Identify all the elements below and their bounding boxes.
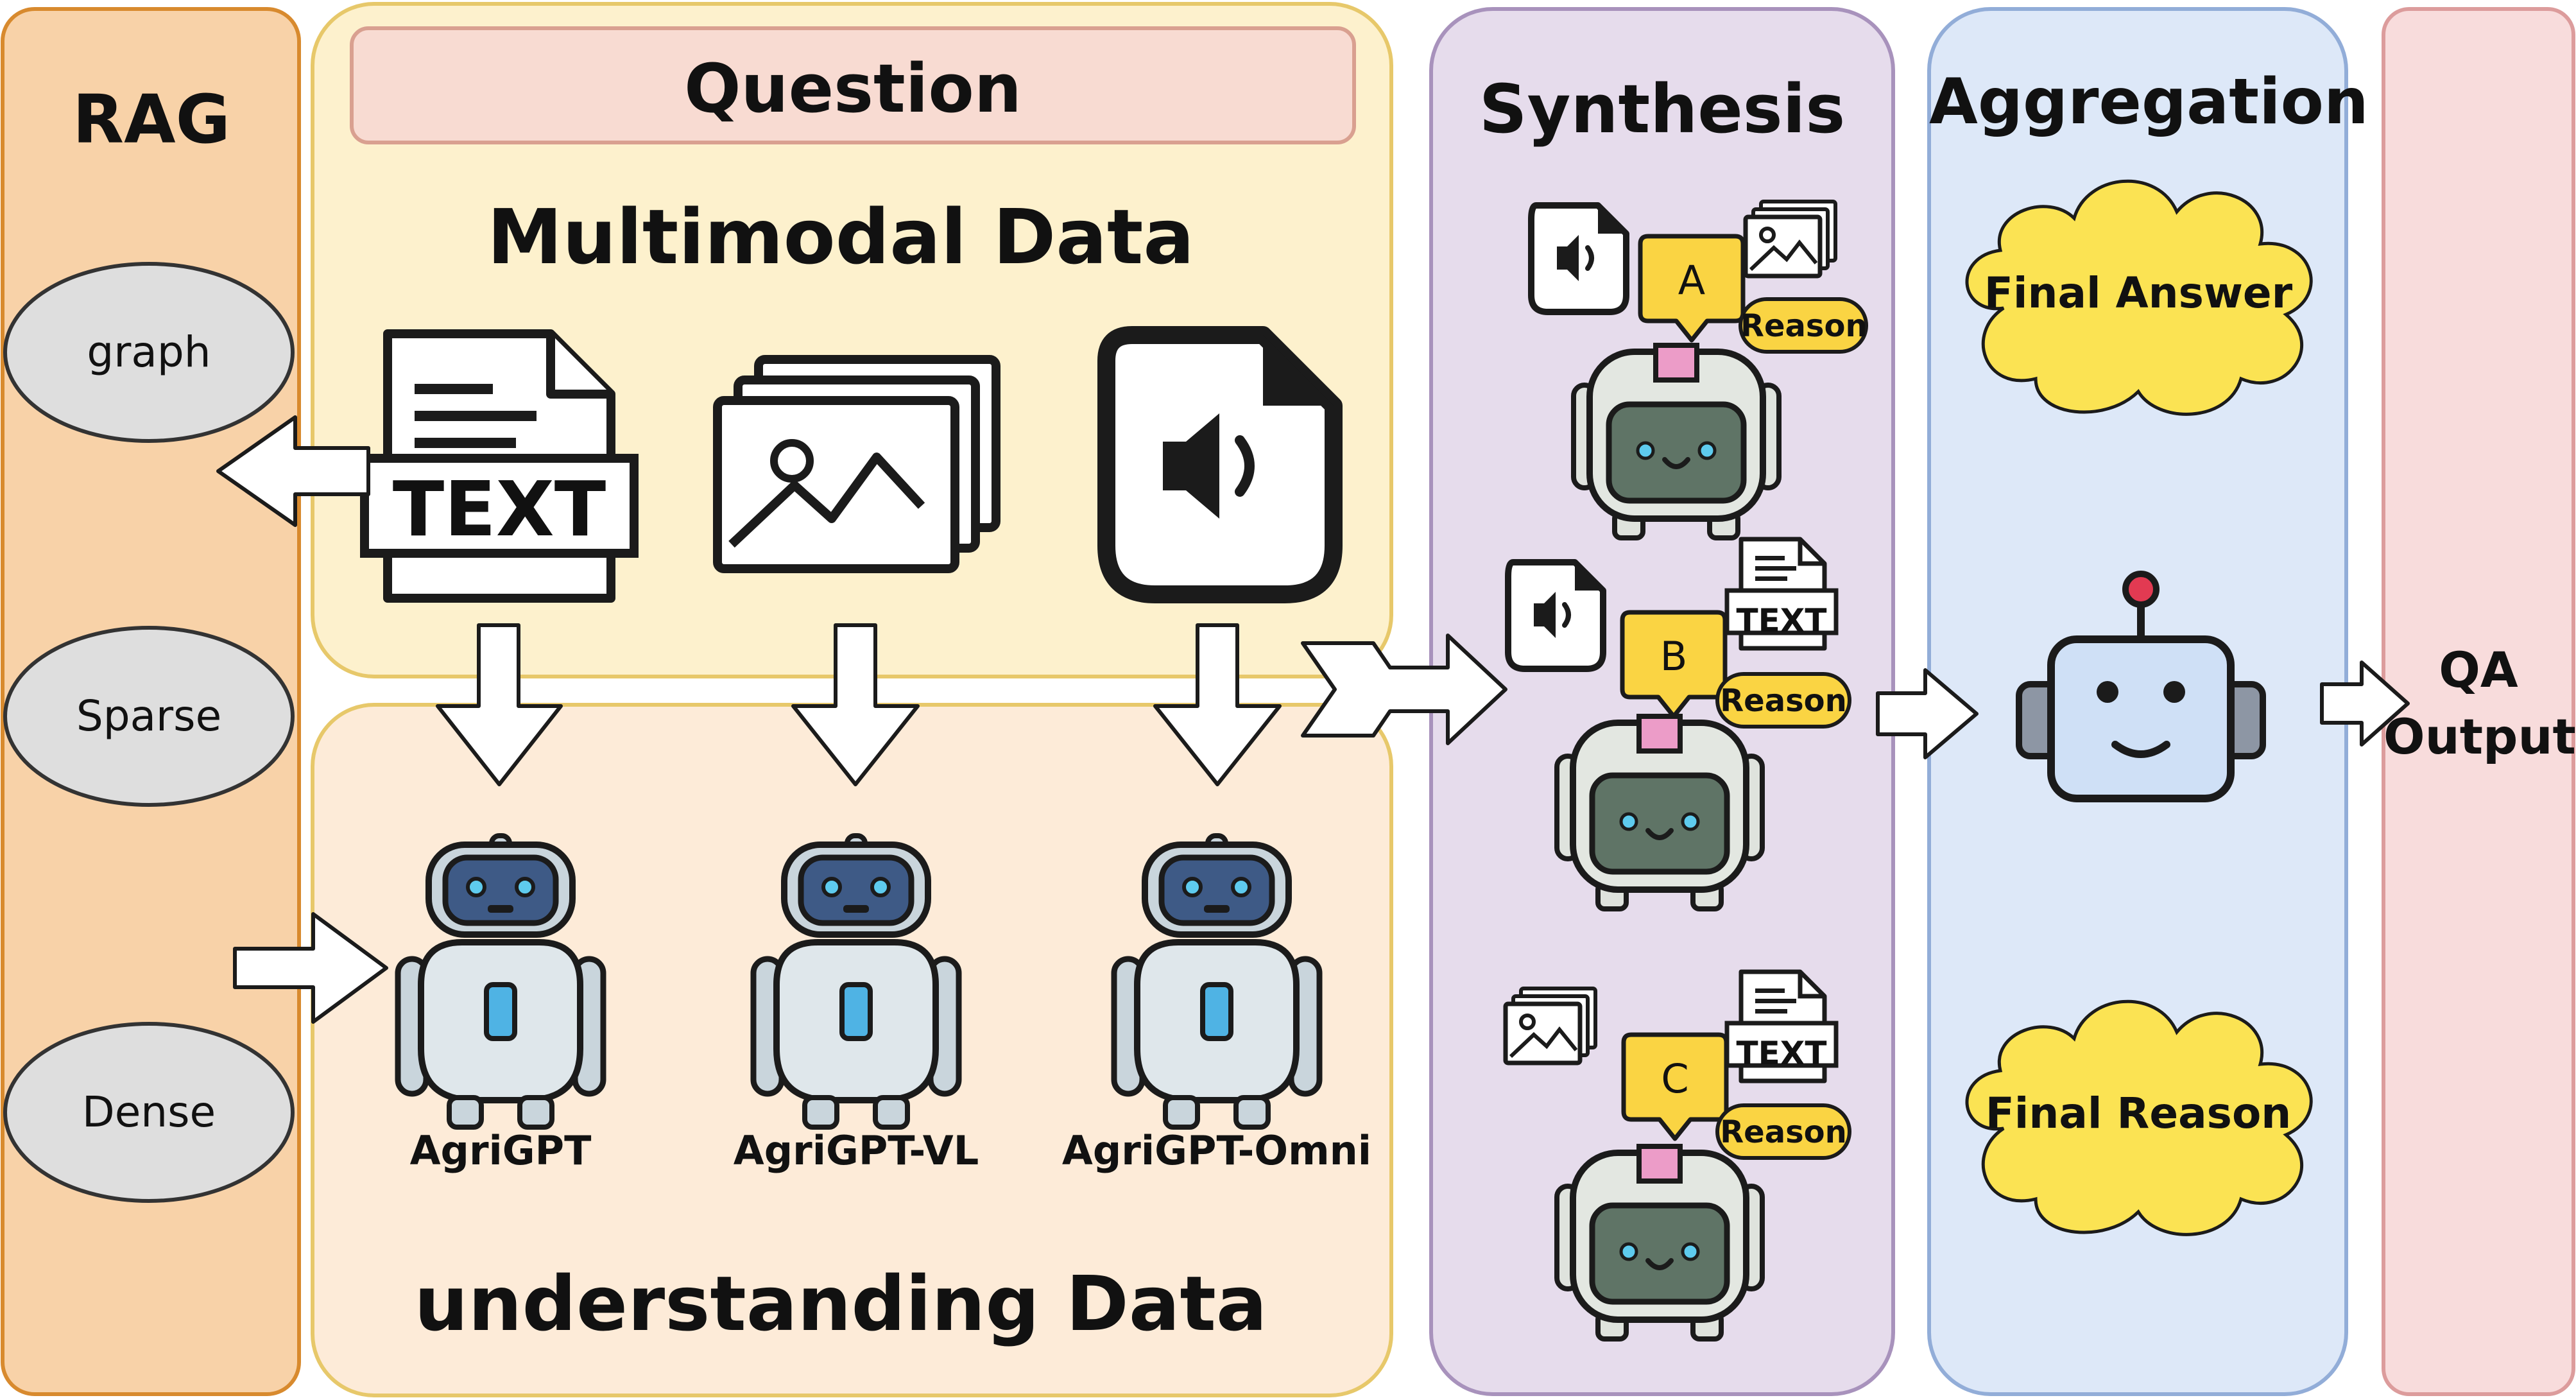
reason-label-b: Reason [1720, 683, 1847, 719]
qa-output-line1: QA [2439, 641, 2518, 698]
model-name-agrigpt: AgriGPT [409, 1127, 592, 1174]
synthesis-title: Synthesis [1479, 70, 1846, 148]
understanding-data-title: understanding Data [414, 1259, 1267, 1348]
arrow-icon [216, 415, 370, 527]
arrow-icon [1153, 623, 1282, 786]
robot-icon [2016, 571, 2266, 802]
arrow-icon [1876, 668, 1979, 759]
reason-label-a: Reason [1740, 308, 1868, 344]
reason-label-c: Reason [1720, 1114, 1847, 1150]
merge-arrow-icon [1301, 634, 1507, 745]
question-banner-label: Question [684, 49, 1022, 128]
rag-oval-sparse [3, 626, 295, 807]
qa-output-line2: Output [2383, 708, 2576, 765]
answer-choice-c: C [1661, 1055, 1689, 1102]
audio-file-icon [1531, 205, 1626, 312]
model-name-agrigpt-vl: AgriGPT-VL [733, 1127, 979, 1174]
answer-choice-a: A [1678, 257, 1706, 304]
final-reason-label: Final Reason [1985, 1089, 2292, 1138]
robot-icon [398, 836, 603, 1127]
doc-label-b: TEXT [1736, 602, 1827, 639]
image-stack-icon [1746, 202, 1835, 276]
output-panel [2382, 7, 2575, 1396]
image-stack-icon [713, 355, 1000, 573]
rag-title: RAG [73, 80, 230, 159]
audio-file-icon [1508, 562, 1603, 669]
doc-label-c: TEXT [1736, 1035, 1827, 1072]
robot-icon [1114, 836, 1319, 1127]
multimodal-data-title: Multimodal Data [487, 193, 1194, 281]
reason-tag [1739, 297, 1868, 354]
model-name-agrigpt-omni: AgriGPT-Omni [1061, 1127, 1372, 1174]
reason-tag [1715, 1103, 1851, 1160]
robot-icon [1574, 345, 1779, 538]
arrow-icon [436, 623, 563, 786]
arrow-icon [791, 623, 920, 786]
robot-icon [1557, 1146, 1762, 1339]
rag-oval-dense [3, 1022, 295, 1203]
robot-icon [753, 836, 959, 1127]
audio-file-icon [1097, 326, 1343, 603]
answer-choice-b: B [1660, 633, 1688, 680]
rag-method-sparse: Sparse [76, 691, 222, 741]
arrow-icon [233, 912, 388, 1024]
question-banner [350, 26, 1356, 144]
image-stack-icon [1506, 988, 1595, 1063]
rag-method-graph: graph [87, 327, 211, 377]
final-answer-label: Final Answer [1984, 268, 2293, 318]
arrow-icon [2320, 660, 2410, 746]
reason-tag [1715, 672, 1851, 729]
rag-oval-graph [3, 262, 295, 443]
aggregation-title: Aggregation [1929, 65, 2369, 139]
rag-method-dense: Dense [82, 1087, 216, 1137]
robot-icon [1557, 716, 1762, 909]
text-document-icon [360, 329, 639, 603]
text-document-label: TEXT [392, 465, 606, 553]
